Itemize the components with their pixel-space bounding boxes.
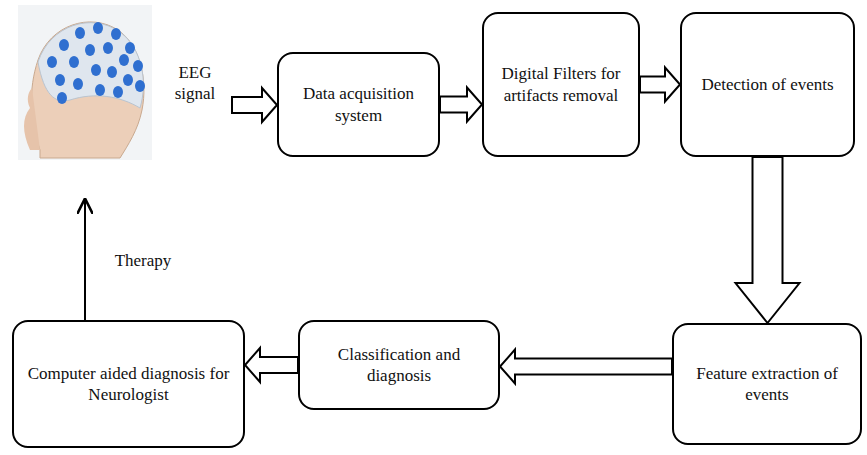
electrode (107, 66, 117, 78)
flow-label: Therapy (98, 250, 188, 271)
box-text: Feature extraction of events (682, 363, 852, 406)
box-text: Data acquisition system (287, 83, 430, 126)
signal-arrow (232, 88, 277, 122)
box-text: Digital Filters for artifacts removal (492, 63, 630, 106)
process-box: Detection of events (680, 12, 855, 157)
flow-label: EEG signal (160, 62, 230, 105)
electrode (75, 27, 85, 39)
electrode (69, 56, 79, 68)
box-text: Computer aided diagnosis for Neurologist (22, 363, 235, 406)
process-box: Classification and diagnosis (298, 320, 500, 410)
process-box: Data acquisition system (277, 52, 440, 157)
electrode (133, 60, 143, 72)
electrode (85, 44, 95, 56)
flow-arrow (736, 157, 800, 323)
electrode (91, 64, 101, 76)
electrode (57, 92, 67, 104)
electrode (113, 86, 123, 98)
electrode (47, 56, 57, 68)
electrode (123, 74, 133, 86)
process-box: Computer aided diagnosis for Neurologist (12, 320, 245, 448)
therapy-arrow (84, 200, 86, 320)
electrode (103, 42, 113, 54)
electrode (93, 22, 103, 34)
electrode (73, 78, 83, 90)
electrode (125, 42, 135, 54)
box-text: Classification and diagnosis (308, 344, 490, 387)
electrode (119, 54, 129, 66)
flow-arrow (245, 348, 298, 382)
electrode (135, 80, 145, 92)
process-box: Digital Filters for artifacts removal (482, 12, 640, 157)
flow-arrow (640, 68, 680, 102)
box-text: Detection of events (701, 74, 833, 95)
flow-arrow (440, 88, 482, 122)
electrode (59, 39, 69, 51)
process-box: Feature extraction of events (672, 323, 862, 445)
flow-arrow (500, 350, 672, 384)
electrode (95, 84, 105, 96)
eeg-head (18, 5, 152, 160)
electrode (55, 74, 65, 86)
electrode (111, 28, 121, 40)
